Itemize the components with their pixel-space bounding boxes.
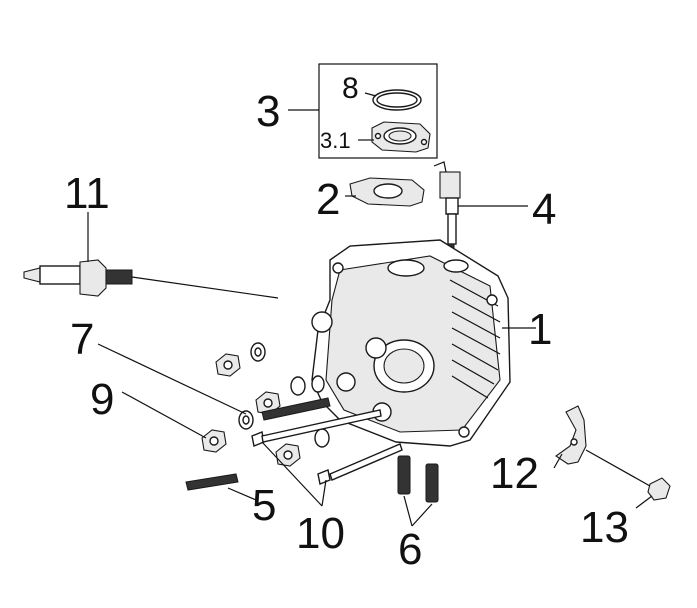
part-13-bolt bbox=[585, 449, 671, 501]
label-13: 13 bbox=[580, 503, 629, 552]
label-2: 2 bbox=[316, 175, 340, 224]
part-7-washer bbox=[238, 410, 254, 430]
label-6: 6 bbox=[398, 525, 422, 574]
label-12: 12 bbox=[490, 449, 539, 498]
part-9-nut bbox=[201, 429, 227, 453]
part-3-1-flange bbox=[371, 121, 431, 153]
label-3-1: 3.1 bbox=[320, 128, 351, 153]
label-11: 11 bbox=[64, 169, 110, 218]
label-8: 8 bbox=[342, 72, 359, 105]
part-2-gasket bbox=[349, 177, 425, 207]
label-3: 3 bbox=[256, 87, 280, 136]
label-1: 1 bbox=[528, 305, 552, 354]
label-7: 7 bbox=[70, 315, 94, 364]
inset-box bbox=[318, 63, 438, 159]
part-1-cylinder-head bbox=[311, 239, 511, 447]
part-10-bolts bbox=[251, 409, 403, 485]
part-12-bracket bbox=[555, 405, 587, 465]
leader-lines bbox=[87, 92, 653, 527]
part-8-o-ring bbox=[372, 89, 422, 111]
label-4: 4 bbox=[532, 185, 556, 234]
part-4-sensor bbox=[433, 161, 461, 253]
label-10: 10 bbox=[296, 509, 345, 558]
part-nut-middle bbox=[255, 375, 325, 415]
label-9: 9 bbox=[90, 375, 114, 424]
part-6-studs bbox=[397, 455, 439, 503]
part-11-spark-plug bbox=[23, 259, 279, 299]
part-5-stud bbox=[185, 397, 331, 491]
part-nut-lower bbox=[275, 428, 330, 467]
label-5: 5 bbox=[252, 481, 276, 530]
part-nut-upper bbox=[215, 342, 266, 377]
